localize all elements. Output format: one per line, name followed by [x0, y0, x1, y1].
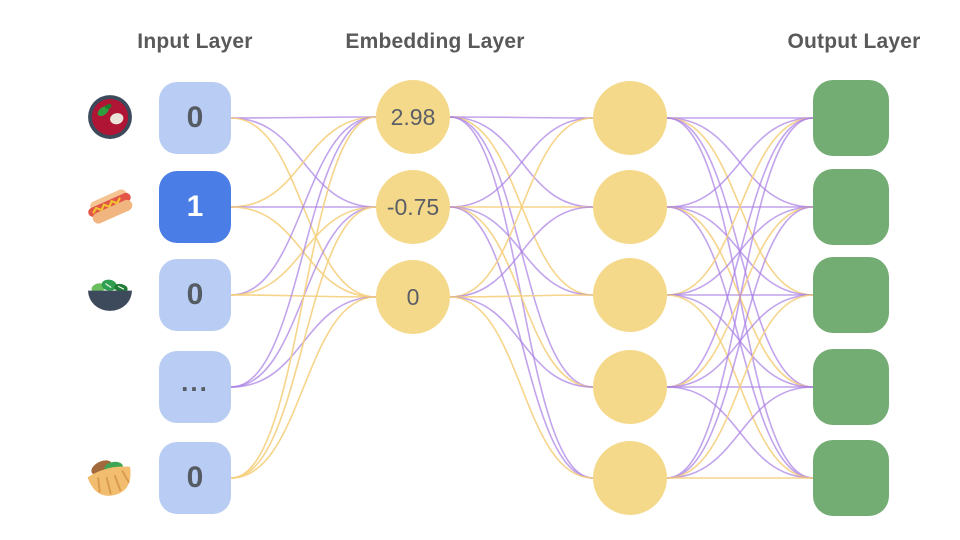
hidden-node	[593, 258, 667, 332]
output-node	[813, 169, 889, 245]
embedding-node: 0	[376, 260, 450, 334]
connection-line	[449, 117, 594, 298]
hot-dog-icon	[83, 179, 137, 233]
output-layer-title: Output Layer	[787, 30, 921, 53]
connection-line	[230, 116, 377, 119]
connection-line	[449, 117, 594, 208]
input-node: 0	[159, 82, 231, 154]
connection-line	[449, 296, 594, 479]
output-node	[813, 440, 889, 516]
hidden-node	[593, 81, 667, 155]
connection-line	[666, 117, 814, 208]
hidden-node	[593, 170, 667, 244]
connection-line	[666, 117, 814, 479]
output-node	[813, 349, 889, 425]
connection-line	[666, 117, 814, 296]
embedding-layer-title: Embedding Layer	[345, 30, 525, 53]
input-node: 0	[159, 442, 231, 514]
connection-line	[449, 116, 594, 119]
pita-icon	[83, 450, 137, 504]
hidden-node	[593, 441, 667, 515]
connection-line	[230, 116, 377, 479]
embedding-node: -0.75	[376, 170, 450, 244]
connection-line	[666, 117, 814, 388]
connection-line	[230, 206, 377, 479]
embedding-node: 2.98	[376, 80, 450, 154]
connection-line	[666, 386, 814, 479]
input-node: 1	[159, 171, 231, 243]
connection-line	[449, 294, 594, 298]
input-node: ...	[159, 351, 231, 423]
connection-line	[449, 206, 594, 388]
output-node	[813, 80, 889, 156]
output-node	[813, 257, 889, 333]
salad-icon	[83, 267, 137, 321]
connection-line	[230, 116, 377, 296]
soup-icon	[83, 90, 137, 144]
hidden-node	[593, 350, 667, 424]
connection-line	[449, 206, 594, 298]
connection-line	[666, 294, 814, 479]
connection-line	[666, 206, 814, 479]
connection-line	[449, 296, 594, 388]
connection-line	[230, 296, 377, 479]
connection-line	[230, 116, 377, 208]
input-node: 0	[159, 259, 231, 331]
input-layer-title: Input Layer	[137, 30, 253, 53]
connection-line	[230, 116, 377, 388]
